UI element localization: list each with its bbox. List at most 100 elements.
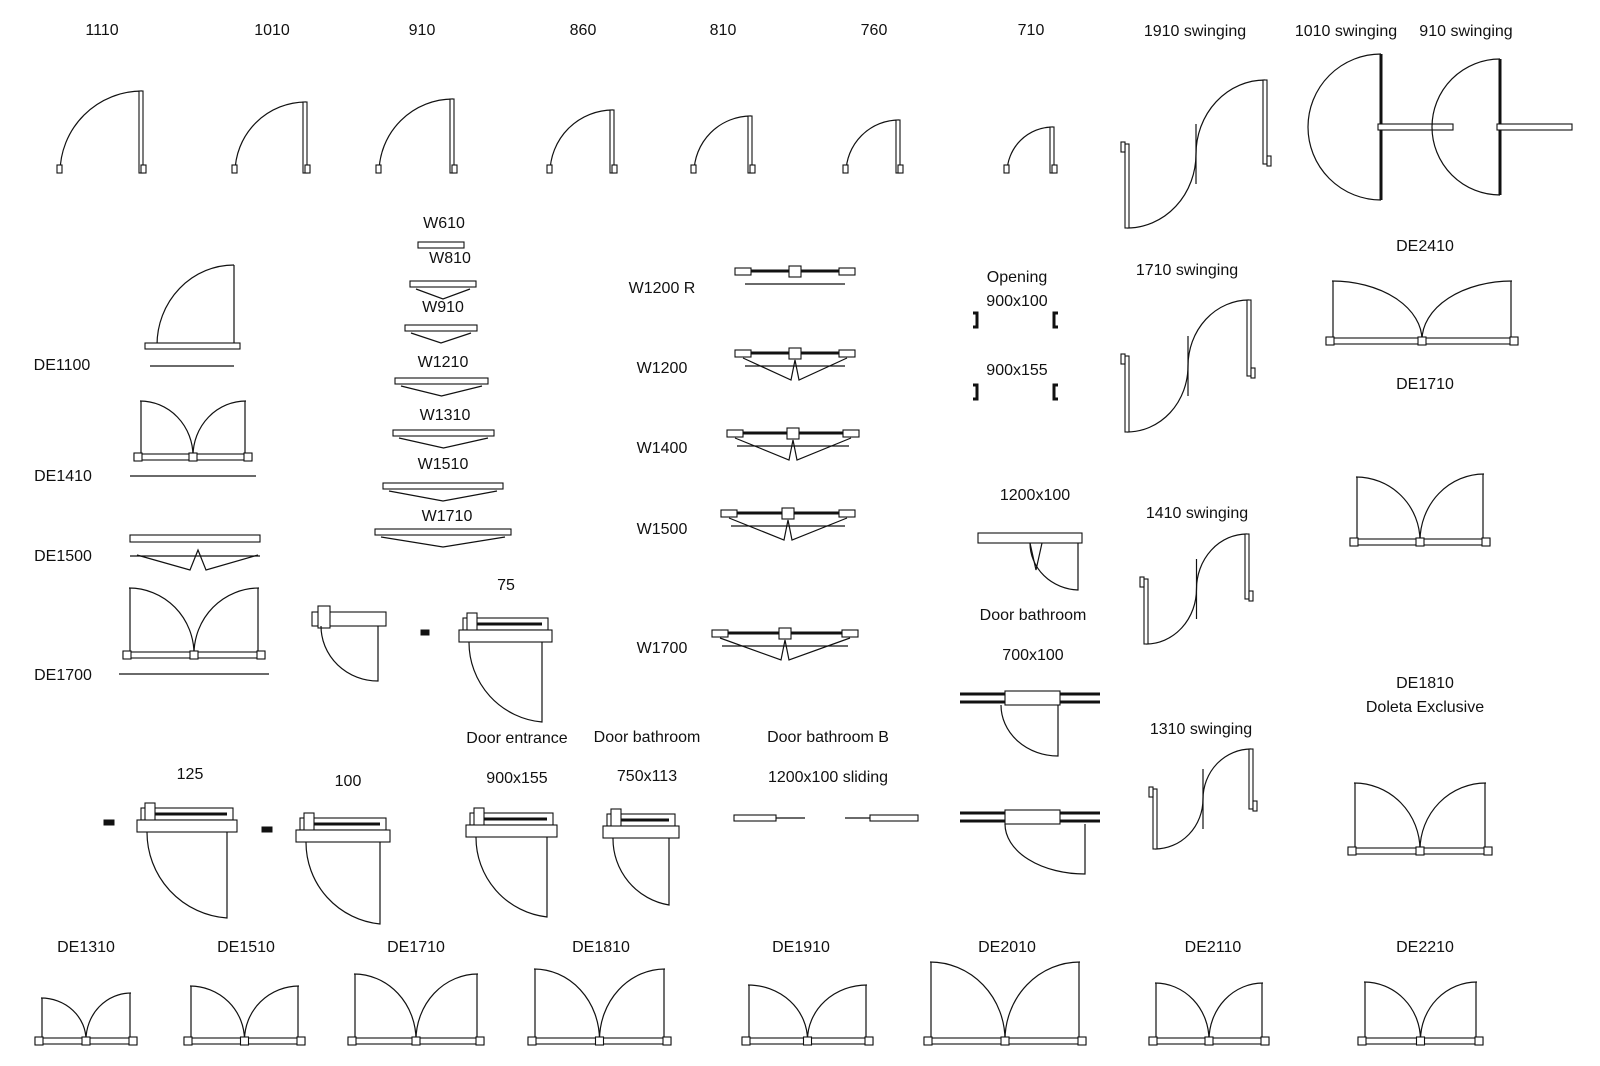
label-w1500: W1500: [636, 521, 688, 538]
door-frame: [129, 534, 261, 543]
fold-leaf: [1029, 542, 1043, 571]
swing-jamb: [1148, 786, 1154, 798]
sliding-end: [734, 349, 752, 358]
swing-arc: [1154, 798, 1204, 850]
fold-leaf: [728, 517, 848, 541]
double-door-lock: [1204, 1036, 1214, 1046]
window-bar: [392, 429, 495, 437]
door-swing-arc: [693, 115, 752, 174]
double-door-arc: [1355, 476, 1421, 542]
fold-leaf: [742, 357, 848, 381]
label-w1710: W1710: [421, 508, 473, 525]
window-fold: [380, 536, 506, 548]
double-door-lock: [81, 1036, 91, 1046]
swing-arc: [1126, 153, 1197, 229]
double-door-arc: [1331, 280, 1423, 341]
label-w910: W910: [422, 299, 464, 316]
door-casing: [136, 819, 238, 833]
window-fold: [415, 288, 471, 300]
double-door-lock: [1000, 1036, 1010, 1046]
window-bar: [382, 482, 504, 490]
label-w1200: W1200: [636, 360, 688, 377]
door-swing-arc: [1000, 704, 1059, 757]
swing-arc: [1202, 748, 1252, 800]
swing-arc: [1195, 79, 1266, 155]
double-door-arc: [1419, 981, 1478, 1041]
double-door-lock: [411, 1036, 421, 1046]
door-jamb: [690, 164, 697, 174]
door-jamb: [304, 164, 311, 174]
door-frame: [144, 342, 241, 350]
door-swing-arc: [612, 837, 670, 906]
label-700x100: 700x100: [1002, 647, 1064, 664]
label-w1400: W1400: [636, 440, 688, 457]
door-jamb: [842, 164, 849, 174]
label-710: 710: [1017, 22, 1045, 39]
window-bar: [409, 280, 477, 288]
label-opening: Opening: [986, 269, 1048, 286]
window-fold: [410, 332, 472, 344]
sliding-lock: [788, 347, 802, 360]
label-de1100: DE1100: [33, 357, 91, 374]
double-door-arc: [85, 992, 132, 1041]
double-door-arc: [193, 587, 260, 655]
double-door-arc: [1419, 473, 1485, 542]
label-opening-900x155: 900x155: [986, 362, 1048, 379]
double-door-arc: [353, 973, 417, 1041]
door-jamb: [56, 164, 63, 174]
double-door-arc: [1419, 782, 1487, 851]
double-door-jamb: [1474, 1036, 1484, 1046]
door-swing-arc: [305, 841, 381, 925]
label-910: 910: [408, 22, 436, 39]
door-swing-arc: [378, 98, 454, 174]
double-door-jamb: [122, 650, 132, 660]
double-door-lock: [188, 452, 198, 462]
label-1410-swinging: 1410 swinging: [1145, 505, 1249, 522]
wall-dash: [261, 826, 273, 833]
opening-bracket: [973, 311, 979, 329]
label-de1700: DE1700: [34, 667, 92, 684]
fold-leaf: [136, 548, 259, 571]
door-jamb: [546, 164, 553, 174]
double-door-arc: [139, 400, 194, 457]
label-750x113: 750x113: [616, 768, 678, 785]
label-w1310: W1310: [419, 407, 471, 424]
double-door-jamb: [864, 1036, 874, 1046]
swing-arc: [1126, 365, 1189, 433]
swing-leaf: [1244, 533, 1250, 600]
door-swing-arc: [468, 641, 543, 723]
swing-leaf: [1248, 748, 1254, 810]
double-door-jamb: [133, 452, 143, 462]
window-bar: [404, 324, 478, 332]
door-jamb: [749, 164, 756, 174]
label-75: 75: [497, 577, 515, 594]
double-door-lock: [1415, 846, 1425, 856]
label-910-swinging: 910 swinging: [1419, 23, 1513, 40]
label-de2210: DE2210: [1396, 939, 1454, 956]
double-door-jamb: [1483, 846, 1493, 856]
sliding-end: [838, 267, 856, 276]
swing-arc: [1187, 299, 1250, 367]
door-jamb: [1051, 164, 1058, 174]
label-entrance-900x155: 900x155: [486, 770, 548, 787]
sliding-lock: [778, 627, 792, 640]
door-swing-arc: [845, 119, 900, 174]
label-1200x100: 1200x100: [999, 487, 1071, 504]
sliding-end: [734, 267, 752, 276]
double-door-jamb: [1325, 336, 1335, 346]
double-door-jamb: [296, 1036, 306, 1046]
double-door-jamb: [347, 1036, 357, 1046]
label-1010: 1010: [254, 22, 290, 39]
sliding-lock: [788, 265, 802, 278]
sliding-lock: [781, 507, 795, 520]
double-door-arc: [1363, 981, 1422, 1041]
door-hardware: [317, 605, 331, 629]
swing-arc: [1307, 53, 1382, 201]
double-door-lock: [1417, 336, 1427, 346]
swing-leaf: [1124, 143, 1130, 229]
double-door-jamb: [1260, 1036, 1270, 1046]
opening-bracket: [1052, 311, 1058, 329]
double-door-jamb: [34, 1036, 44, 1046]
label-w610: W610: [423, 215, 465, 232]
double-door-arc: [806, 984, 868, 1041]
